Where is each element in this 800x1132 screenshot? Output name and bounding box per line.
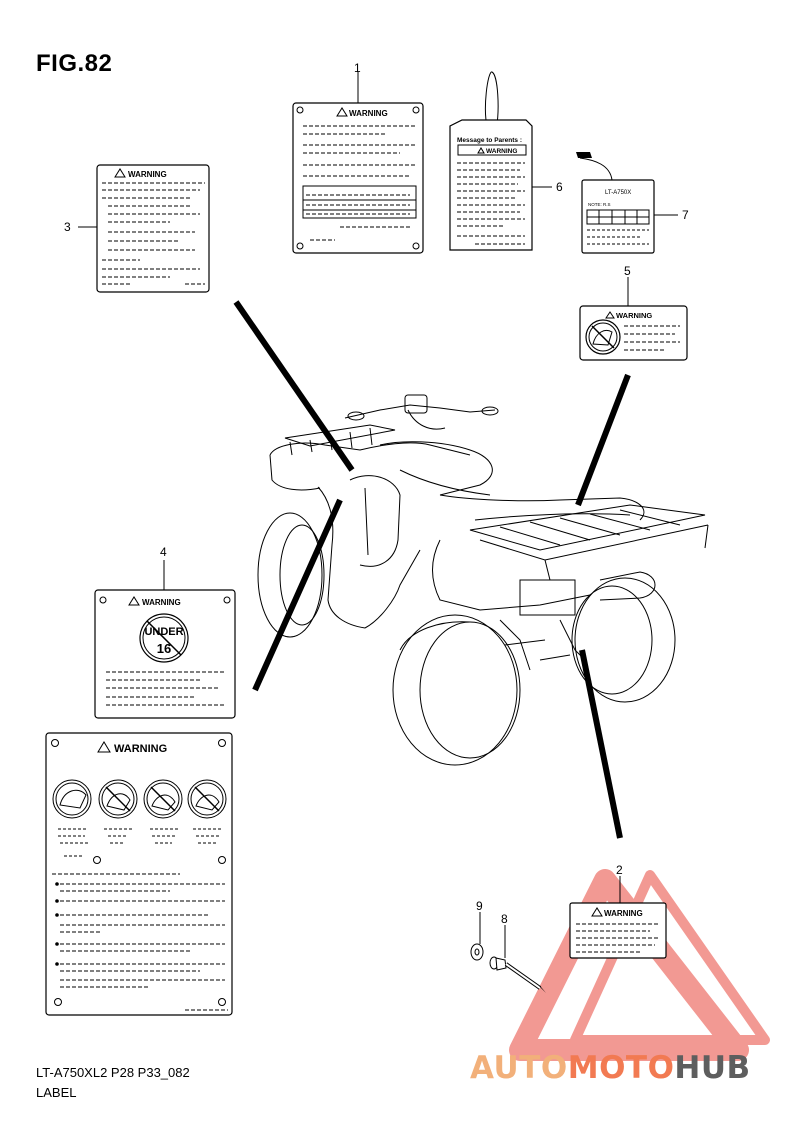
age-line2: 16 [157,641,171,656]
tag-sub: NOTE: R.S [588,202,611,207]
label-6: Message to Parents : WARNING 6 [449,71,563,251]
label-4-large: WARNING [45,732,233,1016]
callout-7: 7 [682,208,689,222]
callout-6: 6 [556,180,563,194]
figure-caption: LABEL [36,1085,77,1100]
figure-title: FIG.82 [36,50,113,77]
callout-9: 9 [476,899,483,913]
watermark-moto: MOTO [567,1050,675,1086]
watermark-triangle [509,869,770,1061]
label-5: WARNING 5 [579,264,688,361]
label-3: WARNING 3 [64,164,210,293]
label-3-warning: WARNING [128,170,167,179]
rivet-8: 8 [489,912,546,993]
label-4-warning: WARNING [142,598,181,607]
figure-code: LT-A750XL2 P28 P33_082 [36,1065,190,1080]
age-line1: UNDER [144,626,183,638]
label-2: WARNING 2 [569,863,667,959]
washer-9: 9 [470,899,484,961]
callout-4: 4 [160,545,167,559]
label-2-warning: WARNING [604,909,643,918]
parents-heading: Message to Parents : [457,137,522,144]
label-5-warning: WARNING [616,311,652,320]
tag-model: LT-A750X [605,190,631,196]
atv-illustration [257,394,709,766]
label-1: WARNING 1 [292,61,424,254]
watermark-hub: HUB [674,1050,751,1086]
callout-2: 2 [616,863,623,877]
callout-1: 1 [354,61,361,75]
watermark-auto: AUTO [470,1050,568,1086]
callout-5: 5 [624,264,631,278]
label-4: WARNING UNDER 16 4 [94,545,236,719]
label-6-warning: WARNING [486,148,517,155]
label-7: LT-A750X NOTE: R.S 7 [576,152,689,254]
label-4-large-warning: WARNING [114,743,167,755]
callout-3: 3 [64,220,71,234]
watermark-text: AUTOMOTOHUB [470,1050,751,1086]
label-1-warning: WARNING [349,109,388,118]
callout-8: 8 [501,912,508,926]
